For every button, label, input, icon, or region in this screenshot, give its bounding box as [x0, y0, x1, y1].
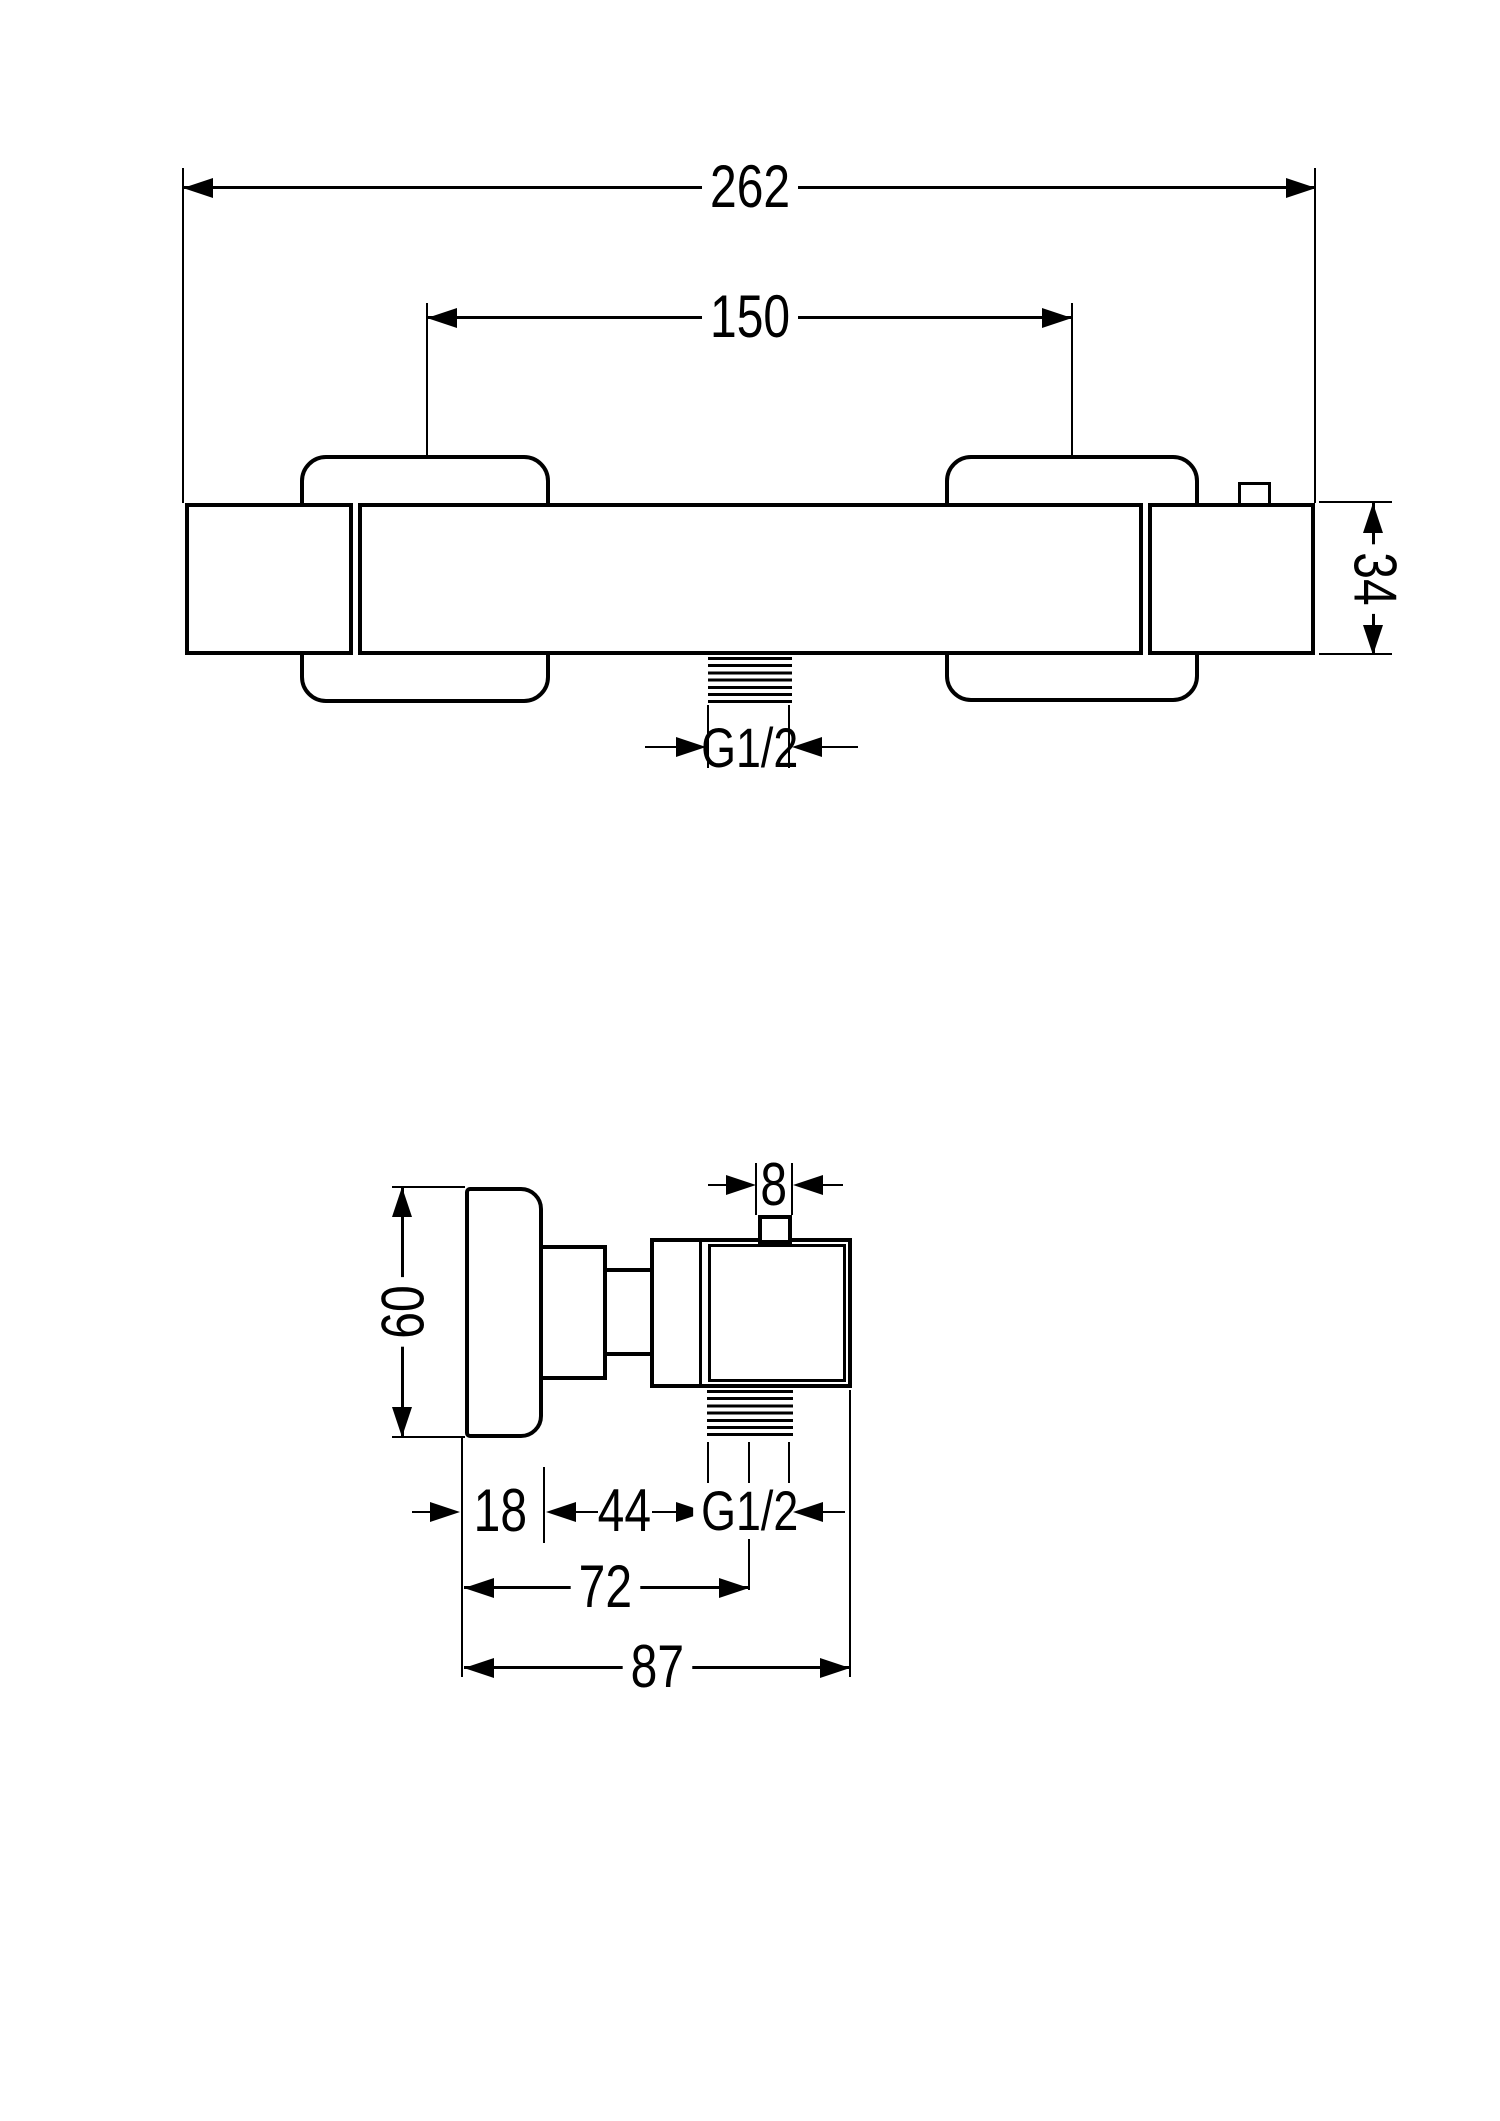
- body-inner-face: [708, 1244, 846, 1382]
- arrowhead-left: [183, 178, 213, 198]
- extension-line: [788, 705, 790, 768]
- arrowhead-right: [1042, 308, 1072, 328]
- outlet-thread-front: [708, 657, 792, 705]
- arrowhead-down: [1363, 625, 1383, 655]
- arrowhead-down: [392, 1407, 412, 1437]
- arrowhead-up: [1363, 503, 1383, 533]
- arrowhead-left: [793, 1502, 823, 1522]
- dim-mounting-centers-label: 150: [680, 287, 820, 347]
- dim-overall-depth-label: 87: [622, 1637, 692, 1697]
- arrow-tail: [652, 1511, 680, 1513]
- arrowhead-up: [392, 1187, 412, 1217]
- extension-line: [849, 1390, 851, 1677]
- extension-line: [1319, 501, 1392, 503]
- neck: [603, 1268, 654, 1356]
- handle-step: [539, 1245, 607, 1380]
- arrowhead-right: [820, 1658, 850, 1678]
- arrowhead-right: [430, 1502, 460, 1522]
- arrowhead-right: [676, 737, 706, 757]
- bar-left-cap: [185, 503, 353, 655]
- arrow-tail: [811, 1184, 843, 1186]
- extension-line: [426, 303, 428, 455]
- extension-line: [1314, 168, 1316, 503]
- arrow-tail: [820, 746, 858, 748]
- extension-line: [1319, 653, 1392, 655]
- outlet-thread-side: [707, 1390, 793, 1440]
- dim-handle-height-label: 60: [369, 1242, 436, 1382]
- extension-line: [392, 1436, 465, 1438]
- arrowhead-left: [546, 1502, 576, 1522]
- dim-outlet-thread-label-front: G1/2: [701, 716, 799, 779]
- extension-line: [543, 1467, 545, 1543]
- extension-line: [461, 1437, 463, 1677]
- dim-handle-depth-label: 18: [473, 1477, 527, 1544]
- dim-diverter-width-label: 8: [760, 1151, 788, 1218]
- extension-line: [182, 168, 184, 503]
- diverter-stub: [758, 1215, 792, 1244]
- arrowhead-left: [427, 308, 457, 328]
- arrow-tail: [412, 1511, 434, 1513]
- extension-line: [707, 1442, 709, 1492]
- dim-outlet-thread-label-side: G1/2: [670, 1483, 830, 1539]
- arrowhead-left: [792, 737, 822, 757]
- arrowhead-right: [1286, 178, 1316, 198]
- arrowhead-left: [464, 1578, 494, 1598]
- dim-handle-to-outlet-label: 44: [597, 1477, 651, 1544]
- extension-line: [791, 1163, 793, 1215]
- arrowhead-right: [726, 1175, 756, 1195]
- dim-overall-width-label: 262: [680, 157, 820, 217]
- bar-body: [358, 503, 1143, 655]
- extension-line: [707, 705, 709, 768]
- extension-line: [788, 1442, 790, 1492]
- handle-profile: [465, 1187, 543, 1438]
- body-divider-line: [699, 1242, 702, 1384]
- extension-line: [755, 1163, 757, 1215]
- arrow-tail: [574, 1511, 598, 1513]
- arrow-tail: [708, 1184, 730, 1186]
- arrowhead-right: [719, 1578, 749, 1598]
- arrowhead-left: [464, 1658, 494, 1678]
- arrowhead-left: [793, 1175, 823, 1195]
- arrow-tail: [821, 1511, 845, 1513]
- arrow-tail: [645, 746, 680, 748]
- extension-line: [1071, 303, 1073, 455]
- extension-line: [392, 1186, 465, 1188]
- bar-right-cap: [1148, 503, 1315, 655]
- dim-depth-to-outlet-center-label: 72: [570, 1557, 640, 1617]
